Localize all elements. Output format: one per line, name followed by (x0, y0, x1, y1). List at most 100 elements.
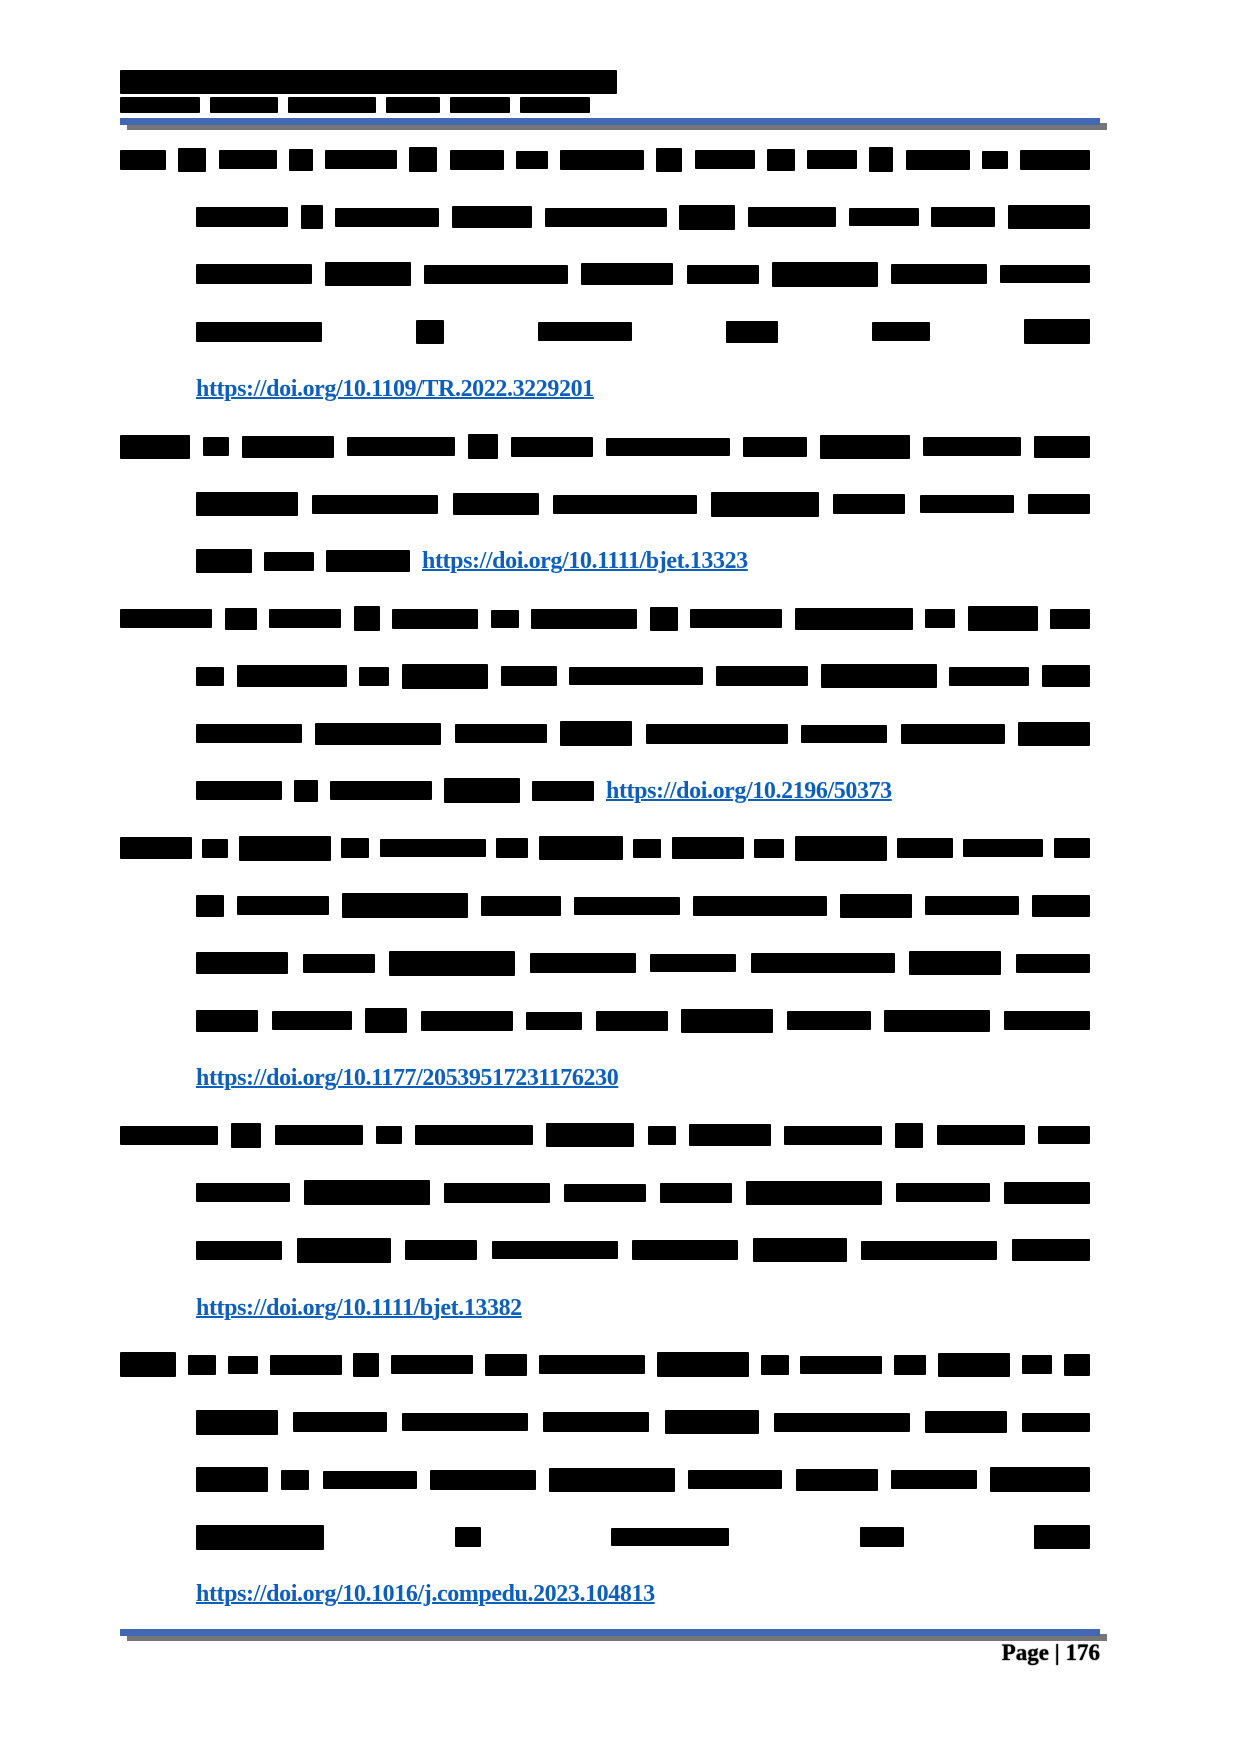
redacted-reference-text (120, 609, 212, 629)
redacted-reference-text (681, 1008, 774, 1033)
redacted-reference-text (1032, 894, 1090, 917)
reference-line: https://doi.org/10.1177/2053951723117623… (120, 1049, 1090, 1106)
redacted-reference-text (359, 666, 390, 686)
redacted-reference-text (560, 149, 644, 170)
reference-line (120, 877, 1090, 934)
redacted-header-text (210, 97, 278, 113)
redacted-reference-text (564, 1183, 646, 1202)
reference-line (120, 1451, 1090, 1508)
redacted-reference-text (611, 1528, 729, 1547)
redacted-header-text (386, 97, 440, 113)
redacted-reference-text (690, 609, 782, 629)
redacted-header-text (120, 97, 200, 113)
redacted-reference-text (379, 839, 486, 858)
redacted-reference-text (293, 1412, 388, 1433)
doi-link[interactable]: https://doi.org/10.1111/bjet.13323 (422, 548, 748, 575)
redacted-reference-text (490, 609, 519, 628)
redacted-reference-text (312, 494, 439, 514)
redacted-reference-text (420, 1010, 513, 1031)
reference-line (120, 418, 1090, 475)
redacted-reference-text (760, 1354, 789, 1375)
document-header (120, 70, 1100, 113)
reference-line (120, 934, 1090, 991)
redacted-reference-text (491, 1241, 618, 1260)
redacted-reference-text (271, 1011, 352, 1031)
redacted-reference-text (335, 207, 440, 227)
redacted-reference-text (429, 1469, 536, 1490)
reference-line (120, 590, 1090, 647)
redacted-reference-text (196, 666, 224, 686)
reference-line (120, 1107, 1090, 1164)
redacted-reference-text (650, 954, 737, 973)
reference-line: https://doi.org/10.1111/bjet.13323 (120, 533, 1090, 590)
redacted-reference-text (848, 208, 919, 227)
reference-line (120, 246, 1090, 303)
redacted-reference-text (569, 667, 704, 686)
redacted-reference-text (392, 608, 478, 629)
redacted-reference-text (1027, 494, 1090, 515)
redacted-reference-text (896, 838, 953, 859)
redacted-reference-text (196, 1009, 258, 1032)
redacted-reference-text (449, 149, 504, 170)
redacted-reference-text (196, 264, 312, 285)
reference-line (120, 1164, 1090, 1221)
redacted-reference-text (231, 1122, 262, 1148)
redacted-reference-text (967, 606, 1038, 632)
reference-line (120, 992, 1090, 1049)
redacted-reference-text (549, 1467, 675, 1492)
redacted-reference-text (300, 205, 323, 230)
reference-line (120, 188, 1090, 245)
redacted-reference-text (925, 896, 1019, 916)
redacted-reference-text (543, 1412, 650, 1433)
redacted-reference-text (632, 1240, 739, 1261)
redacted-reference-text (1034, 435, 1090, 458)
redacted-reference-text (196, 894, 224, 917)
doi-link[interactable]: https://doi.org/10.1177/2053951723117623… (196, 1064, 619, 1091)
redacted-reference-text (409, 147, 438, 173)
redacted-reference-text (715, 666, 808, 687)
reference-line: https://doi.org/10.1016/j.compedu.2023.1… (120, 1566, 1090, 1623)
redacted-reference-text (693, 895, 827, 916)
redacted-reference-text (481, 895, 561, 916)
doi-link[interactable]: https://doi.org/10.1016/j.compedu.2023.1… (196, 1581, 655, 1608)
redacted-reference-text (800, 1355, 883, 1374)
redacted-reference-text (496, 838, 529, 859)
reference-line: https://doi.org/10.2196/50373 (120, 762, 1090, 819)
doi-link[interactable]: https://doi.org/10.1111/bjet.13382 (196, 1294, 522, 1321)
redacted-reference-text (1021, 1412, 1090, 1432)
redacted-reference-text (196, 1467, 268, 1493)
doi-link[interactable]: https://doi.org/10.1109/TR.2022.3229201 (196, 376, 594, 403)
redacted-reference-text (1003, 1011, 1090, 1031)
redacted-reference-text (743, 436, 807, 457)
redacted-reference-text (538, 322, 632, 342)
redacted-reference-text (905, 149, 970, 170)
redacted-reference-text (861, 1240, 998, 1260)
redacted-reference-text (884, 1009, 991, 1032)
redacted-reference-text (452, 493, 539, 516)
redacted-reference-text (688, 1124, 771, 1147)
redacted-reference-text (679, 204, 736, 230)
redacted-reference-text (595, 1010, 668, 1031)
redacted-header-text (120, 70, 617, 94)
redacted-reference-text (187, 1354, 216, 1375)
redacted-reference-text (203, 437, 229, 457)
reference-line (120, 475, 1090, 532)
redacted-reference-text (711, 491, 820, 517)
reference-line (120, 1221, 1090, 1278)
redacted-reference-text (342, 893, 468, 919)
redacted-reference-text (120, 1125, 218, 1145)
redacted-reference-text (236, 665, 347, 688)
redacted-reference-text (196, 1409, 278, 1435)
redacted-reference-text (909, 951, 1002, 976)
doi-link[interactable]: https://doi.org/10.2196/50373 (606, 777, 892, 804)
redacted-header-text (288, 97, 376, 113)
redacted-reference-text (664, 1410, 759, 1435)
redacted-reference-text (296, 1237, 391, 1263)
reference-line: https://doi.org/10.1109/TR.2022.3229201 (120, 361, 1090, 418)
redacted-reference-text (936, 1125, 1025, 1146)
redacted-reference-text (196, 321, 322, 342)
redacted-reference-text (196, 549, 252, 574)
redacted-reference-text (747, 207, 836, 228)
redacted-reference-text (444, 778, 520, 804)
redacted-reference-text (237, 896, 329, 916)
